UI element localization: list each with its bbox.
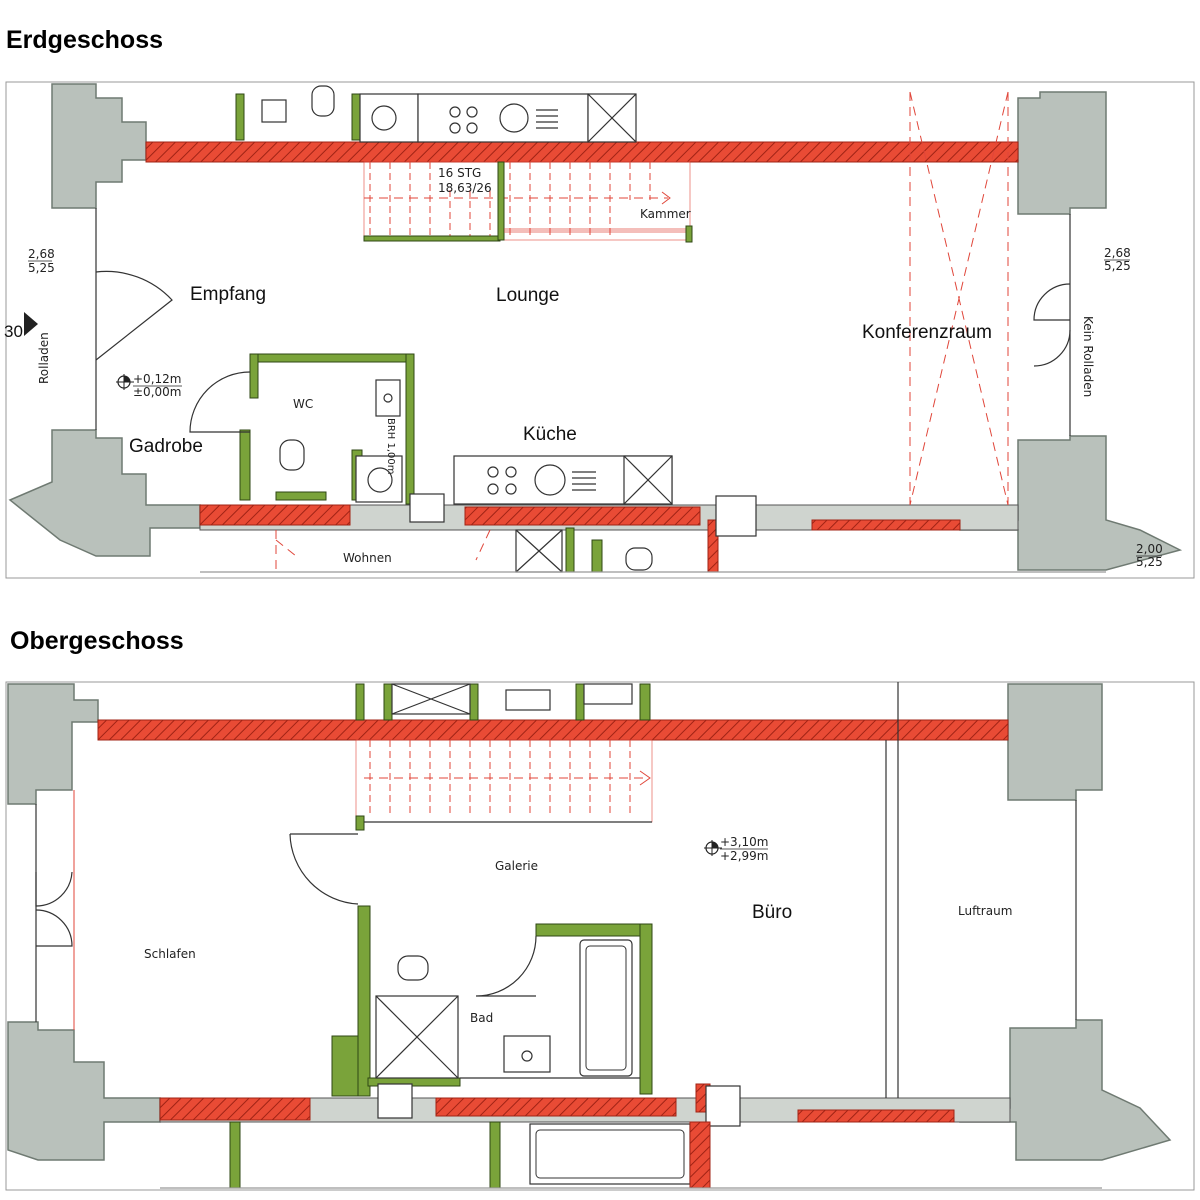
upper-floor-plan: +3,10m +2,99m Schlafen Galerie Büro Luft…: [5, 681, 1195, 1191]
upper-floor-title: Obergeschoss: [10, 627, 184, 655]
upper-bottom-partition-2: [705, 1085, 741, 1127]
level-upper-floor-bottom: +2,99m: [720, 849, 768, 863]
room-label-kueche: Küche: [523, 424, 577, 445]
green-wall-top-1: [235, 93, 245, 141]
stair-dimension-label: 18,63/26: [438, 181, 492, 195]
staircase-upper: [355, 739, 653, 831]
room-label-empfang: Empfang: [190, 284, 266, 305]
sink-bowl-top: [499, 103, 529, 133]
brick-wall-bottom-3: [811, 519, 961, 531]
stone-pillar-top-right: [1017, 91, 1107, 215]
bottom-partition-ground-2: [715, 495, 757, 537]
stove-counter-top: [417, 93, 589, 143]
upper-bottom-partition-1: [377, 1083, 413, 1119]
right-door-swing-bottom: [1033, 329, 1071, 367]
brick-wall-bottom-1: [199, 504, 351, 526]
dim-bottom-right-bottom: 5,25: [1136, 555, 1163, 569]
galerie-door-swing: [289, 833, 359, 905]
brick-wall-bottom-2: [464, 506, 701, 526]
dim-left-top: 2,68: [28, 247, 55, 261]
staircase-ground: [363, 161, 693, 243]
brick-wall-upper-top: [97, 719, 1009, 741]
room-label-galerie: Galerie: [495, 859, 538, 873]
ground-floor-plan: 16 STG 18,63/26 Kammer WC BRH 1,00m: [4, 81, 1195, 579]
level-upper-value: +0,12m: [133, 372, 181, 386]
entrance-door-swing: [95, 270, 173, 361]
stone-pillar-upper-bottom-right: [959, 1019, 1172, 1161]
kitchen-counter: [453, 455, 673, 505]
upper-plan-frame: [5, 681, 1195, 1191]
room-label-buero: Büro: [752, 902, 792, 923]
toilet-top: [311, 85, 335, 117]
schlafen-window-swing-bottom: [35, 909, 73, 947]
brh-note: BRH 1,00m: [385, 418, 396, 475]
stone-pillar-upper-top-left: [7, 683, 99, 805]
room-label-kammer: Kammer: [640, 207, 691, 221]
stair-count-label: 16 STG: [438, 166, 481, 180]
room-label-luftraum: Luftraum: [958, 904, 1012, 918]
washer-drum: [371, 105, 397, 131]
green-wall-top-2: [351, 93, 361, 141]
level-marker-upper-icon: [704, 840, 722, 856]
room-label-wc: WC: [293, 397, 313, 411]
brick-wall-upper-bottom-3: [797, 1109, 955, 1123]
room-label-konferenzraum: Konferenzraum: [862, 322, 992, 343]
entrance-arrow-icon: [24, 312, 38, 336]
stone-pillar-upper-bottom-left: [7, 1021, 161, 1161]
rolladen-right-label: Kein Rolladen: [1081, 316, 1095, 397]
brick-wall-top: [145, 141, 1019, 163]
room-label-gadrobe: Gadrobe: [129, 436, 203, 457]
stone-pillar-top-left: [51, 83, 147, 209]
room-label-schlafen: Schlafen: [144, 947, 196, 961]
wc-room: [189, 353, 415, 505]
conference-room-marking: [909, 91, 1009, 506]
room-label-bad: Bad: [470, 1011, 493, 1025]
dim-right-top: 2,68: [1104, 246, 1131, 260]
bathroom: [331, 905, 653, 1097]
dim-right-bottom: 5,25: [1104, 259, 1131, 273]
stone-pillar-upper-top-right: [1007, 683, 1103, 801]
level-marker-icon: [116, 374, 134, 390]
edge-mark-label: 30: [4, 322, 23, 341]
right-door-swing-top: [1033, 283, 1071, 321]
room-label-wohnen: Wohnen: [343, 551, 392, 565]
sink-top-left: [261, 99, 287, 123]
bottom-partition-ground: [409, 493, 445, 523]
schlafen-window-swing-top: [35, 871, 73, 907]
level-upper-floor-top: +3,10m: [720, 835, 768, 849]
rolladen-left-label: Rolladen: [37, 332, 51, 384]
dim-bottom-right-top: 2,00: [1136, 542, 1163, 556]
level-lower-value: ±0,00m: [133, 385, 181, 399]
brick-wall-upper-bottom-1: [159, 1097, 311, 1121]
brick-wall-upper-bottom-2: [435, 1097, 677, 1117]
ground-floor-title: Erdgeschoss: [6, 26, 164, 54]
washer-top: [359, 93, 419, 143]
ground-plan-frame: [5, 81, 1195, 579]
room-label-lounge: Lounge: [496, 285, 559, 306]
dim-left-bottom: 5,25: [28, 261, 55, 275]
